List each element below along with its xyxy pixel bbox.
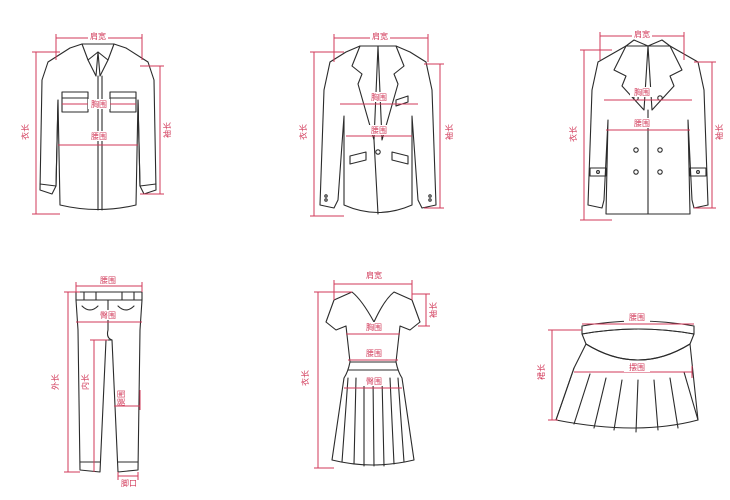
shirt-measurements: 肩宽 胸围 腰围 衣长 袖长 xyxy=(20,31,172,215)
pants-thigh-label: 腿围 xyxy=(117,390,126,406)
blazer-illustration xyxy=(319,45,437,215)
skirt-length-label: 裙长 xyxy=(536,364,546,380)
peacoat-chest-label: 胸围 xyxy=(634,87,650,97)
peacoat-length-label: 衣长 xyxy=(568,126,578,142)
skirt-hem-label: 摆围 xyxy=(629,362,645,372)
blazer-waist-label: 腰围 xyxy=(371,126,387,135)
shirt-illustration xyxy=(39,43,157,211)
dress-sleeve-label: 袖长 xyxy=(428,302,438,318)
skirt-illustration xyxy=(555,320,699,433)
shirt-shoulder-label: 肩宽 xyxy=(90,31,106,41)
pants-inseam-label: 内长 xyxy=(80,374,90,390)
pants-hip-label: 臀围 xyxy=(100,311,116,320)
shirt-sleeve-label: 袖长 xyxy=(162,122,172,138)
dress-length-label: 衣长 xyxy=(300,370,310,386)
pants-measurements: 腰围 臀围 外长 内长 腿围 脚口 xyxy=(50,275,143,488)
blazer-sleeve-label: 袖长 xyxy=(444,124,454,140)
pants-outseam-label: 外长 xyxy=(50,374,60,390)
pants-illustration xyxy=(75,291,143,473)
peacoat-sleeve-label: 袖长 xyxy=(714,124,724,140)
blazer-chest-label: 胸围 xyxy=(371,92,387,102)
shirt-chest-label: 胸围 xyxy=(91,99,107,109)
peacoat-waist-label: 腰围 xyxy=(634,119,650,128)
skirt-measurements: 腰围 摆围 裙长 xyxy=(536,312,694,421)
pants-leg-opening-label: 脚口 xyxy=(121,478,137,488)
dress-hip-label: 臀围 xyxy=(366,377,382,386)
blazer-length-label: 衣长 xyxy=(298,124,308,140)
skirt-waist-label: 腰围 xyxy=(629,313,645,322)
shirt-waist-label: 腰围 xyxy=(91,132,107,141)
peacoat-shoulder-label: 肩宽 xyxy=(634,29,650,39)
dress-shoulder-label: 肩宽 xyxy=(366,270,382,280)
pants-waist-label: 腰围 xyxy=(100,276,116,285)
blazer-shoulder-label: 肩宽 xyxy=(372,31,388,41)
shirt-length-label: 衣长 xyxy=(20,124,30,140)
dress-waist-label: 腰围 xyxy=(366,349,382,358)
dress-chest-label: 胸围 xyxy=(366,322,382,332)
dress-measurements: 肩宽 胸围 腰围 臀围 衣长 袖长 xyxy=(300,270,438,469)
dress-illustration xyxy=(325,291,421,467)
blazer-measurements: 肩宽 胸围 腰围 衣长 袖长 xyxy=(298,31,454,217)
peacoat-measurements: 肩宽 胸围 腰围 衣长 袖长 xyxy=(568,29,724,221)
